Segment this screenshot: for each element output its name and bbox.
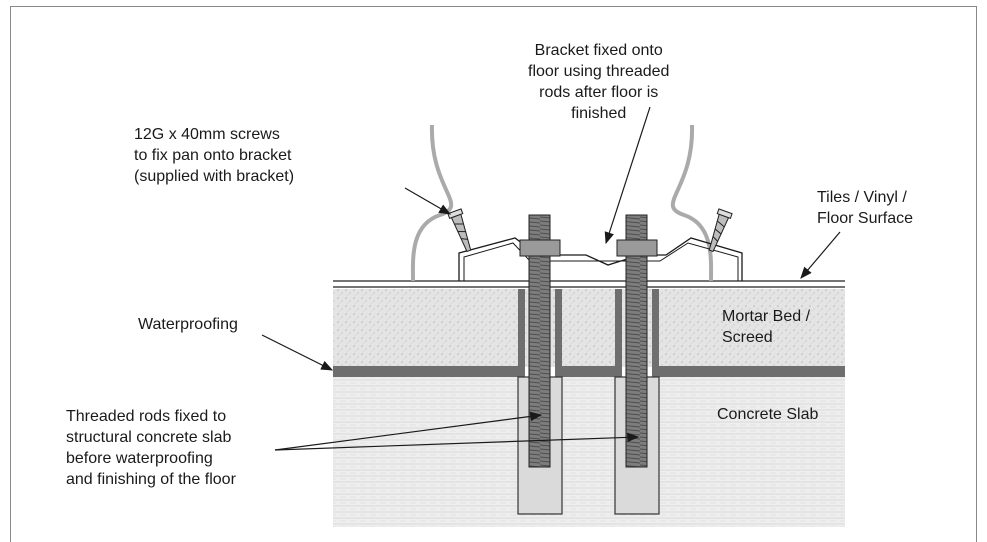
bracket bbox=[458, 237, 743, 281]
label-concrete-slab: Concrete Slab bbox=[717, 406, 819, 423]
nut-right bbox=[616, 239, 658, 257]
label-tiles: Tiles / Vinyl / Floor Surface bbox=[817, 189, 914, 227]
screw-left bbox=[447, 208, 472, 253]
waterproofing-layer bbox=[333, 289, 845, 377]
arrow-rods-left bbox=[274, 411, 543, 451]
arrow-rods-right bbox=[274, 432, 640, 451]
pan-right bbox=[670, 124, 714, 282]
arrow-waterproofing bbox=[261, 334, 334, 371]
threaded-rod-left bbox=[528, 214, 551, 468]
label-mortar-bed: Mortar Bed / Screed bbox=[722, 308, 811, 346]
arrow-tiles bbox=[800, 231, 841, 279]
pan-left bbox=[410, 124, 454, 282]
nut-left bbox=[519, 239, 561, 257]
label-screws: 12G x 40mm screws to fix pan onto bracke… bbox=[134, 126, 295, 185]
mortar-bed bbox=[333, 289, 845, 367]
label-waterproofing: Waterproofing bbox=[138, 316, 238, 333]
label-threaded-rods: Threaded rods fixed to structural concre… bbox=[66, 408, 236, 488]
arrow-screws bbox=[404, 187, 452, 215]
threaded-rod-right bbox=[625, 214, 648, 468]
concrete-slab bbox=[333, 377, 845, 527]
arrow-bracket bbox=[604, 106, 651, 245]
label-bracket-fixed: Bracket fixed onto floor using threaded … bbox=[528, 42, 670, 122]
screw-right bbox=[708, 208, 733, 253]
